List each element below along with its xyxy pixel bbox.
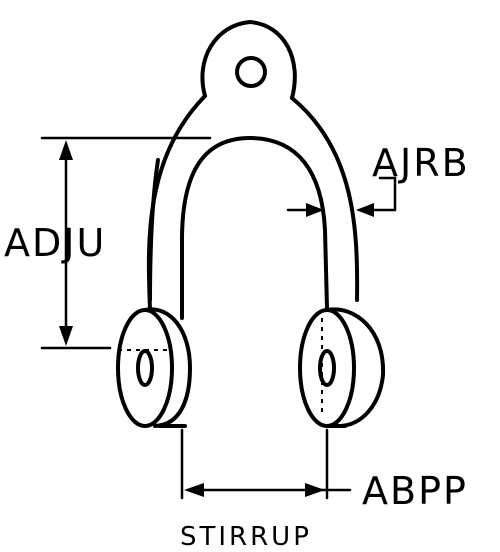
left-boss-hole xyxy=(136,349,154,387)
dimension-adju: ADJU xyxy=(4,136,212,350)
adju-label: ADJU xyxy=(4,221,106,265)
ajrb-label: AJRB xyxy=(372,141,470,185)
abpp-label: ABPP xyxy=(362,469,468,513)
dimension-ajrb: AJRB xyxy=(286,141,470,217)
stirrup-part xyxy=(116,20,386,428)
u-left-leg-edge xyxy=(148,158,160,302)
left-boss xyxy=(116,307,192,428)
dimension-abpp: ABPP xyxy=(180,428,468,513)
top-ring xyxy=(200,20,297,100)
right-boss-hole xyxy=(318,349,336,387)
top-ring-hole xyxy=(235,56,267,88)
caption: STIRRUP xyxy=(180,522,312,552)
u-inner-contour xyxy=(180,136,329,320)
right-boss xyxy=(298,307,386,428)
